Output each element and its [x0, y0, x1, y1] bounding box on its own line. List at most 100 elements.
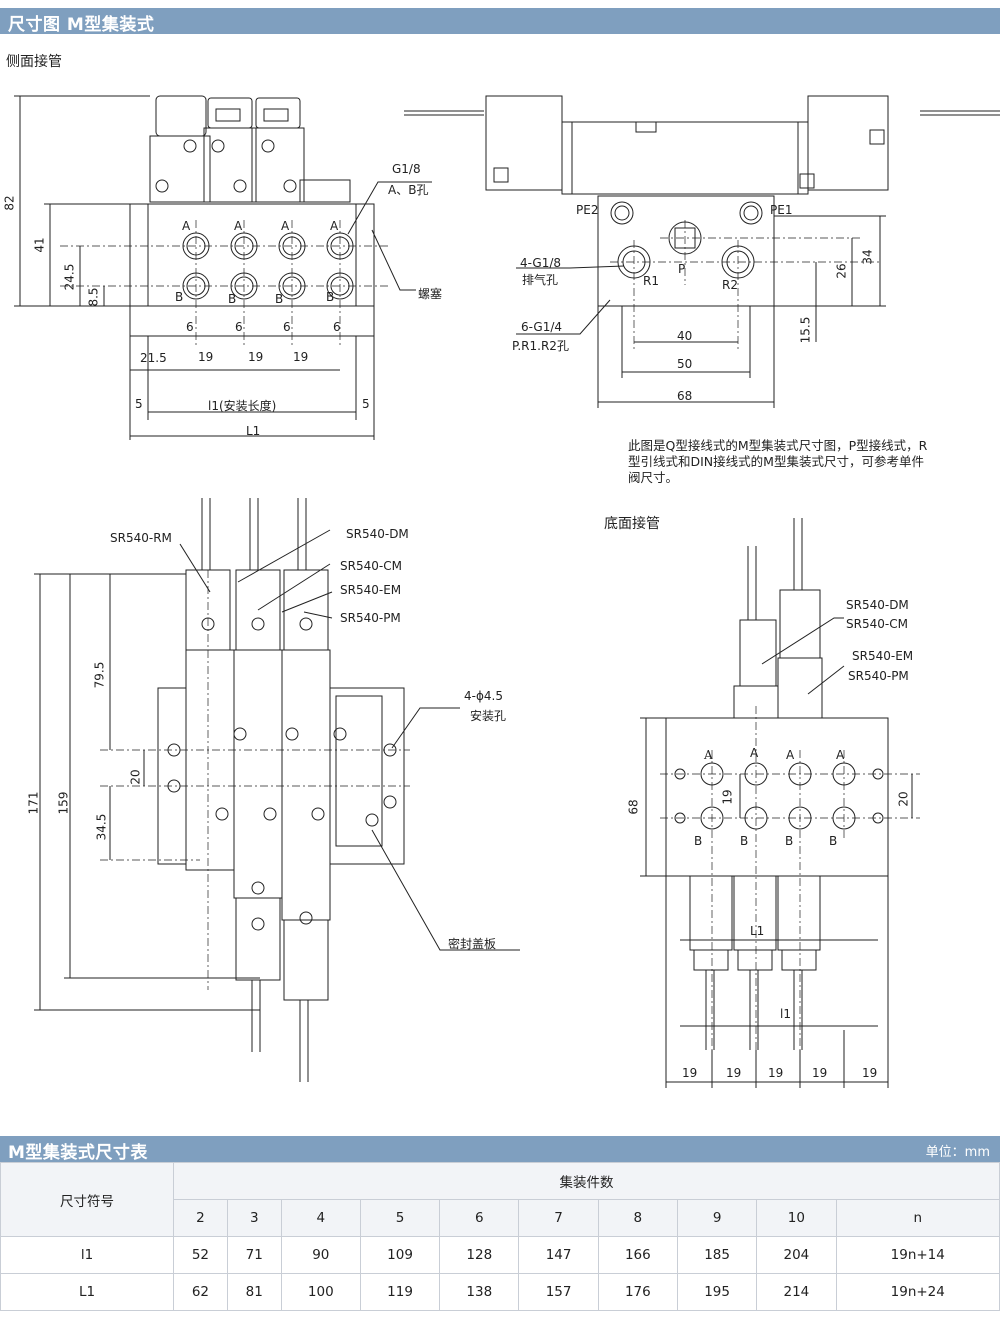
top-seal-plate	[329, 687, 405, 865]
side-pitch-6-1: 6	[186, 320, 194, 334]
bottom-dim-19-2: 19	[726, 1066, 742, 1080]
side-dim-19-3: 19	[293, 350, 309, 364]
front-g14-label: 6-G1/4	[521, 320, 563, 334]
page-title: 尺寸图 M型集装式	[8, 15, 155, 35]
top-mount-hole-label: 安装孔	[470, 709, 507, 723]
side-L1: L1	[246, 424, 261, 438]
table-cell: 214	[756, 1273, 837, 1311]
bottom-model-dm: SR540-DM	[846, 598, 909, 612]
bottom-label-b-3: B	[785, 834, 794, 848]
bottom-dim-19-4: 19	[812, 1066, 828, 1080]
bottom-manifold	[665, 717, 889, 877]
side-plug-label: 螺塞	[418, 287, 443, 301]
col-header: 10	[756, 1199, 837, 1237]
bottom-lower-valve-2	[733, 875, 777, 951]
top-model-pm: SR540-PM	[340, 611, 401, 625]
top-valve-3-tail	[283, 919, 329, 1001]
front-manifold	[597, 195, 775, 307]
col-header: 6	[439, 1199, 520, 1237]
front-coil-right	[807, 95, 889, 191]
side-label-a-2: A	[234, 219, 243, 233]
bottom-coil-1	[739, 619, 777, 687]
side-label-a-4: A	[330, 219, 339, 233]
table-cell: 52	[173, 1236, 228, 1274]
top-manifold-left	[157, 687, 187, 865]
col-header: 8	[597, 1199, 678, 1237]
row-symbol: L1	[0, 1273, 174, 1311]
side-label-b-1: B	[175, 290, 184, 304]
side-g18-label: G1/8	[392, 162, 421, 176]
bottom-model-em: SR540-EM	[852, 649, 914, 663]
group-header: 集装件数	[173, 1162, 1000, 1200]
col-header: 3	[226, 1199, 282, 1237]
front-view-drawing	[404, 95, 1000, 408]
col-header: 4	[280, 1199, 361, 1237]
table-cell: 157	[518, 1273, 599, 1311]
side-pitch-6-2: 6	[235, 320, 243, 334]
side-view-drawing	[14, 95, 432, 440]
table-row: l1 52 71 90 109 128 147 166 185 204 19n+…	[0, 1236, 1000, 1274]
top-model-dm: SR540-DM	[346, 527, 409, 541]
side-dim-5-right: 5	[362, 397, 370, 411]
bottom-label-a-3: A	[786, 748, 795, 762]
front-exhaust-label: 排气孔	[522, 273, 559, 287]
bottom-label-a-1: A	[704, 748, 713, 762]
bottom-piping-title: 底面接管	[604, 516, 660, 532]
front-pe2-label: PE2	[576, 203, 599, 217]
bottom-model-cm: SR540-CM	[846, 617, 908, 631]
side-install-length: l1(安装长度)	[208, 399, 277, 413]
front-dim-15-5: 15.5	[798, 316, 813, 344]
side-label-a-1: A	[182, 219, 191, 233]
side-dim-21-5: 21.5	[140, 351, 167, 365]
table-cell: 147	[518, 1236, 599, 1274]
bottom-label-b-1: B	[694, 834, 703, 848]
col-header: n	[835, 1199, 1000, 1237]
top-model-rm: SR540-RM	[110, 531, 172, 545]
bottom-dim-19-3: 19	[768, 1066, 784, 1080]
front-r1-label: R1	[643, 274, 659, 288]
bottom-label-a-4: A	[836, 748, 845, 762]
table-cell: 195	[676, 1273, 758, 1311]
bottom-label-a-2: A	[750, 746, 759, 760]
table-cell: 109	[359, 1236, 441, 1274]
top-model-cm: SR540-CM	[340, 559, 402, 573]
table-row: L1 62 81 100 119 138 157 176 195 214 19n…	[0, 1273, 1000, 1311]
table-cell: 204	[756, 1236, 837, 1274]
front-dim-34: 34	[860, 249, 875, 265]
side-coil-top-body	[299, 179, 351, 203]
table-cell: 71	[226, 1236, 282, 1274]
bottom-port-b-1	[700, 806, 724, 830]
bottom-label-b-4: B	[829, 834, 838, 848]
top-model-em: SR540-EM	[340, 583, 402, 597]
table-cell: 19n+14	[835, 1236, 1000, 1274]
bottom-model-pm: SR540-PM	[848, 669, 909, 683]
bottom-dim-68: 68	[626, 799, 641, 815]
table-cell: 176	[597, 1273, 678, 1311]
side-dim-5-left: 5	[135, 397, 143, 411]
table-unit: 单位：mm	[925, 1145, 990, 1160]
top-seal-plate-label: 密封盖板	[448, 937, 497, 951]
bottom-lower-valve-3	[777, 875, 821, 951]
table-cell: 81	[226, 1273, 282, 1311]
top-mount-hole-4	[383, 795, 397, 809]
bottom-label-b-2: B	[740, 834, 749, 848]
row-symbol: l1	[0, 1236, 174, 1274]
symbol-header: 尺寸符号	[0, 1162, 174, 1237]
table-cell: 19n+24	[835, 1273, 1000, 1311]
top-mount-hole-count: 4-ϕ4.5	[464, 689, 503, 703]
side-label-b-4: B	[326, 290, 335, 304]
bottom-view-drawing	[640, 518, 920, 1088]
table-cell: 100	[280, 1273, 361, 1311]
side-label-b-2: B	[228, 292, 237, 306]
bottom-lower-valve-1	[689, 875, 733, 951]
table-header-bar: M型集装式尺寸表 单位：mm	[0, 1136, 1000, 1163]
bottom-dim-19-5: 19	[862, 1066, 878, 1080]
side-piping-title: 侧面接管	[6, 54, 62, 70]
side-label-b-3: B	[275, 292, 284, 306]
front-r2-label: R2	[722, 278, 738, 292]
dimension-table: 尺寸符号 集装件数 2 3 4 5 6 7 8 9 10 n l1 52 71 …	[0, 1162, 1000, 1311]
front-p-label: P	[678, 262, 686, 276]
front-pe1-label: PE1	[770, 203, 793, 217]
col-header: 7	[518, 1199, 599, 1237]
header-bar: 尺寸图 M型集装式	[0, 8, 1000, 35]
